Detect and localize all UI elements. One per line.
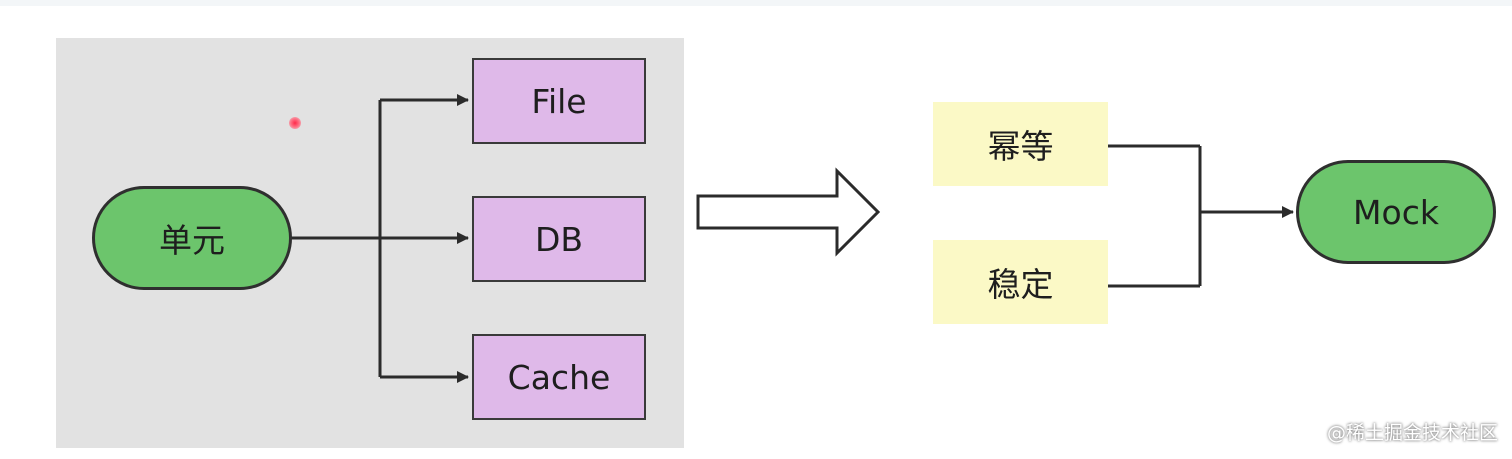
- idempotent-node: 幂等: [933, 102, 1108, 186]
- laser-pointer-dot: [289, 117, 301, 129]
- mock-node: Mock: [1296, 160, 1496, 264]
- stable-node: 稳定: [933, 240, 1108, 324]
- top-edge-strip: [0, 0, 1512, 6]
- file-node: File: [472, 58, 646, 144]
- merge-connectors: [1108, 144, 1294, 288]
- db-node: DB: [472, 196, 646, 282]
- unit-node: 单元: [92, 186, 292, 290]
- hollow-right-arrow-icon: [696, 167, 881, 257]
- watermark-text: @稀土掘金技术社区: [1326, 422, 1498, 444]
- cache-node: Cache: [472, 334, 646, 420]
